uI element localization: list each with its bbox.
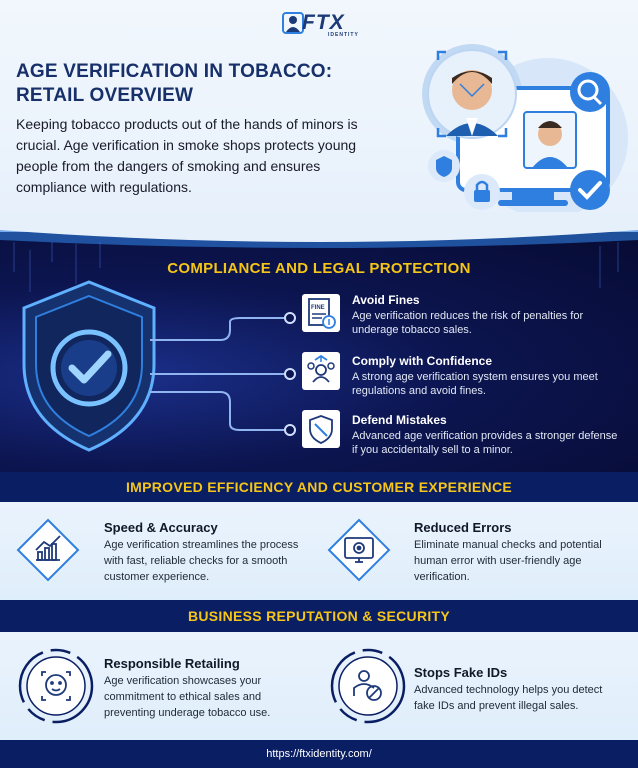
protection-shield-icon xyxy=(22,280,156,452)
title-line-2: RETAIL OVERVIEW xyxy=(16,85,194,106)
comply-confidence-title: Comply with Confidence xyxy=(352,354,493,368)
face-scan-icon xyxy=(18,648,94,724)
comply-confidence-desc: A strong age verification system ensures… xyxy=(352,371,598,397)
header-wave-divider xyxy=(0,212,638,248)
footer-url[interactable]: https://ftxidentity.com/ xyxy=(0,740,638,768)
shield-icon xyxy=(302,410,340,448)
responsible-retailing-title: Responsible Retailing xyxy=(104,656,240,671)
circuit-lines-decoration xyxy=(13,242,619,292)
ftx-logo[interactable]: FTX IDENTITY xyxy=(282,10,358,38)
defend-mistakes-desc: Advanced age verification provides a str… xyxy=(352,430,618,456)
efficiency-section-title: IMPROVED EFFICIENCY AND CUSTOMER EXPERIE… xyxy=(0,472,638,502)
defend-mistakes-title: Defend Mistakes xyxy=(352,413,447,427)
growth-chart-icon xyxy=(16,518,80,582)
shield-connector-lines xyxy=(150,312,296,436)
logo-person-icon xyxy=(282,12,304,34)
logo-subtext: IDENTITY xyxy=(328,32,359,38)
intro-text: Keeping tobacco products out of the hand… xyxy=(16,116,358,195)
avoid-fines-desc: Age verification reduces the risk of pen… xyxy=(352,310,584,336)
avoid-fines-title: Avoid Fines xyxy=(352,293,420,307)
fine-label: FINE xyxy=(311,305,325,311)
reduced-errors-title: Reduced Errors xyxy=(414,520,512,535)
responsible-retailing-desc: Age verification showcases your commitme… xyxy=(104,675,271,719)
speed-accuracy-title: Speed & Accuracy xyxy=(104,520,218,535)
title-line-1: AGE VERIFICATION IN TOBACCO: xyxy=(16,61,333,82)
stops-fake-ids-desc: Advanced technology helps you detect fak… xyxy=(414,684,603,712)
page-title: AGE VERIFICATION IN TOBACCO: RETAIL OVER… xyxy=(16,60,376,108)
logo-text: FTX xyxy=(302,11,345,34)
compliance-section-title: COMPLIANCE AND LEGAL PROTECTION xyxy=(167,260,471,277)
blocked-id-icon xyxy=(330,648,406,724)
reputation-section-title: BUSINESS REPUTATION & SECURITY xyxy=(0,600,638,632)
monitor-settings-icon xyxy=(327,518,391,582)
header-section: FTX IDENTITY AGE VERIFICATION IN TOBACCO… xyxy=(0,0,638,240)
team-icon xyxy=(302,352,340,390)
efficiency-section xyxy=(0,502,638,600)
stops-fake-ids-title: Stops Fake IDs xyxy=(414,665,508,680)
reputation-section xyxy=(0,632,638,740)
speed-accuracy-desc: Age verification streamlines the process… xyxy=(104,539,299,583)
reduced-errors-desc: Eliminate manual checks and potential hu… xyxy=(414,539,602,583)
fine-icon: FINE xyxy=(302,294,340,332)
face-recognition-illustration xyxy=(422,44,628,218)
